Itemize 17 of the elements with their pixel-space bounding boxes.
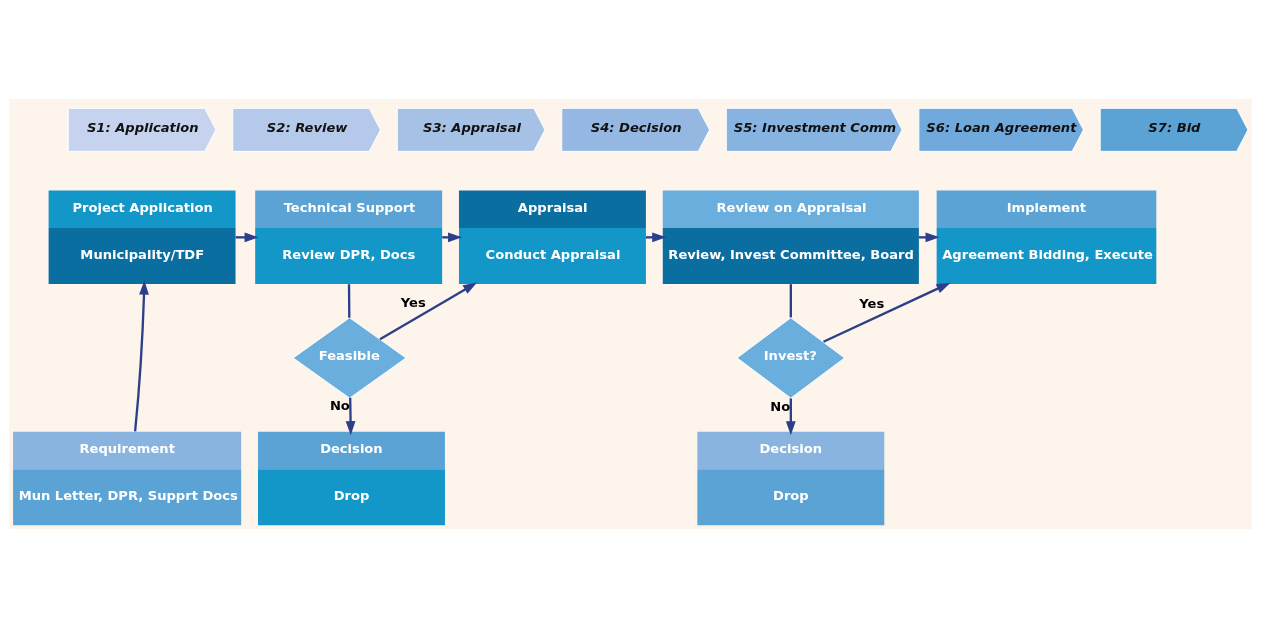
arrow — [235, 231, 259, 242]
arrow — [133, 280, 149, 432]
node-diamond: Feasible — [292, 316, 407, 399]
node-diamond: Invest? — [736, 316, 846, 399]
arrow — [345, 397, 356, 435]
edge-label: Yes — [859, 295, 885, 311]
connector — [347, 283, 351, 318]
arrow — [823, 282, 951, 343]
arrow — [918, 231, 940, 242]
arrow — [379, 281, 478, 340]
edge-label: No — [770, 398, 791, 414]
arrow — [442, 231, 463, 242]
connector — [789, 283, 792, 317]
edge-label: No — [329, 397, 350, 413]
arrow — [646, 231, 667, 242]
arrow — [785, 397, 796, 435]
edge-label: Yes — [400, 294, 426, 310]
